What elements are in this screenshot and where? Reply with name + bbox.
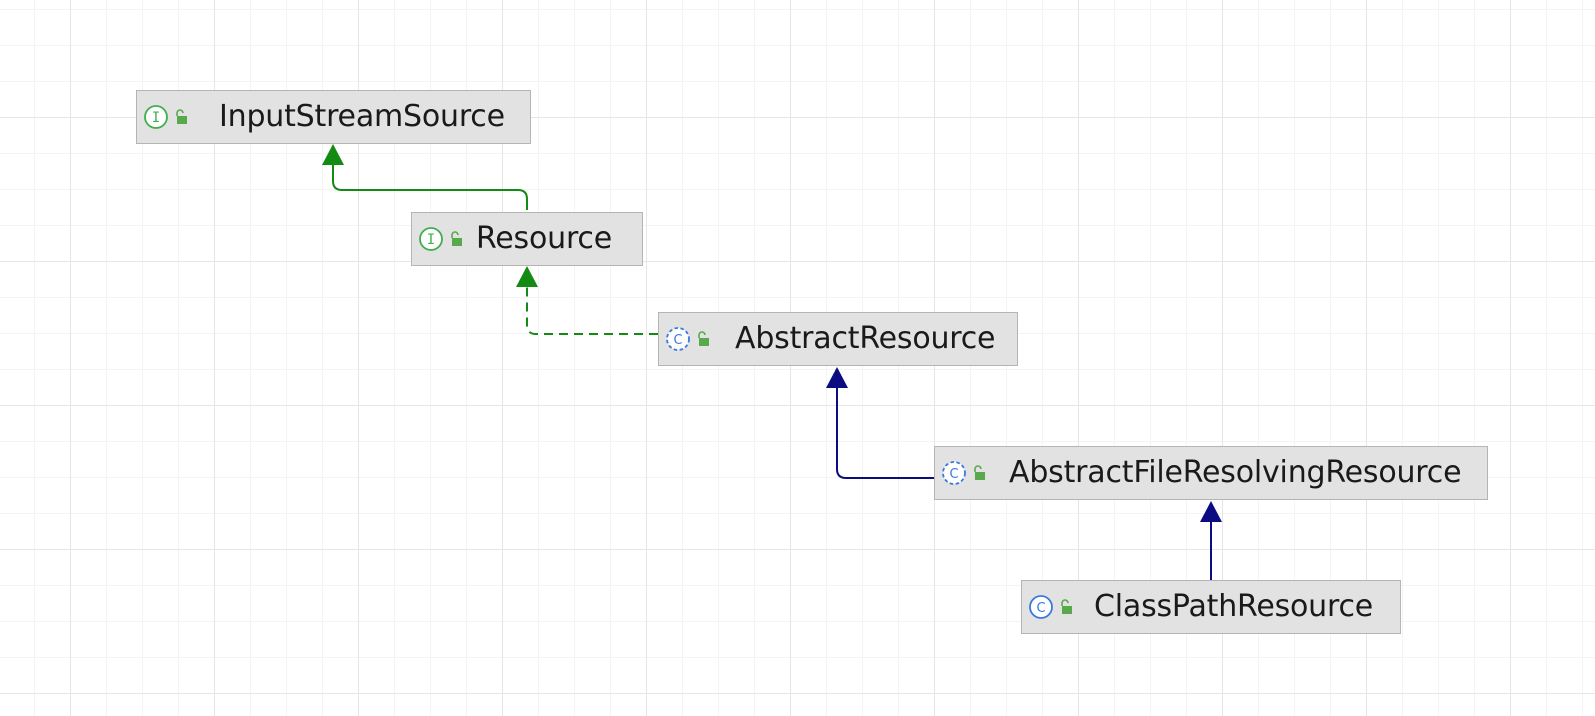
node-label: Resource — [476, 221, 612, 256]
edge-arrowhead — [826, 367, 848, 388]
node-resource[interactable]: I Resource — [411, 212, 643, 266]
class-icon: C — [1029, 595, 1053, 619]
edge-abstract-file-resolving-resource-to-abstract-resource[interactable] — [826, 367, 934, 479]
public-lock-icon — [176, 109, 187, 124]
public-lock-icon — [698, 331, 709, 346]
interface-icon: I — [144, 105, 168, 129]
public-lock-icon — [451, 231, 462, 246]
edge-abstract-resource-to-resource[interactable] — [516, 266, 658, 335]
node-label: AbstractResource — [735, 321, 996, 356]
edge-arrowhead — [516, 266, 538, 287]
node-abstract-file-resolving-resource[interactable]: C AbstractFileResolvingResource — [934, 446, 1488, 500]
abstract-class-icon: C — [666, 327, 690, 351]
node-label: ClassPathResource — [1094, 589, 1374, 624]
public-lock-icon — [974, 465, 985, 480]
node-abstract-resource[interactable]: C AbstractResource — [658, 312, 1018, 366]
interface-icon: I — [419, 227, 443, 251]
node-input-stream-source[interactable]: I InputStreamSource — [136, 90, 531, 144]
svg-text:I: I — [152, 110, 160, 126]
edge-arrowhead — [322, 144, 344, 165]
node-label: AbstractFileResolvingResource — [1009, 455, 1462, 490]
public-lock-icon — [1061, 599, 1072, 614]
svg-text:C: C — [673, 333, 682, 348]
abstract-class-icon: C — [942, 461, 966, 485]
node-label: InputStreamSource — [219, 99, 505, 134]
svg-text:C: C — [949, 467, 958, 482]
edge-arrowhead — [1200, 501, 1222, 522]
svg-text:C: C — [1036, 601, 1045, 616]
node-class-path-resource[interactable]: C ClassPathResource — [1021, 580, 1401, 634]
edge-resource-to-input-stream-source[interactable] — [322, 144, 528, 210]
edge-class-path-resource-to-abstract-file-resolving-resource[interactable] — [1200, 501, 1222, 581]
svg-text:I: I — [427, 232, 435, 248]
